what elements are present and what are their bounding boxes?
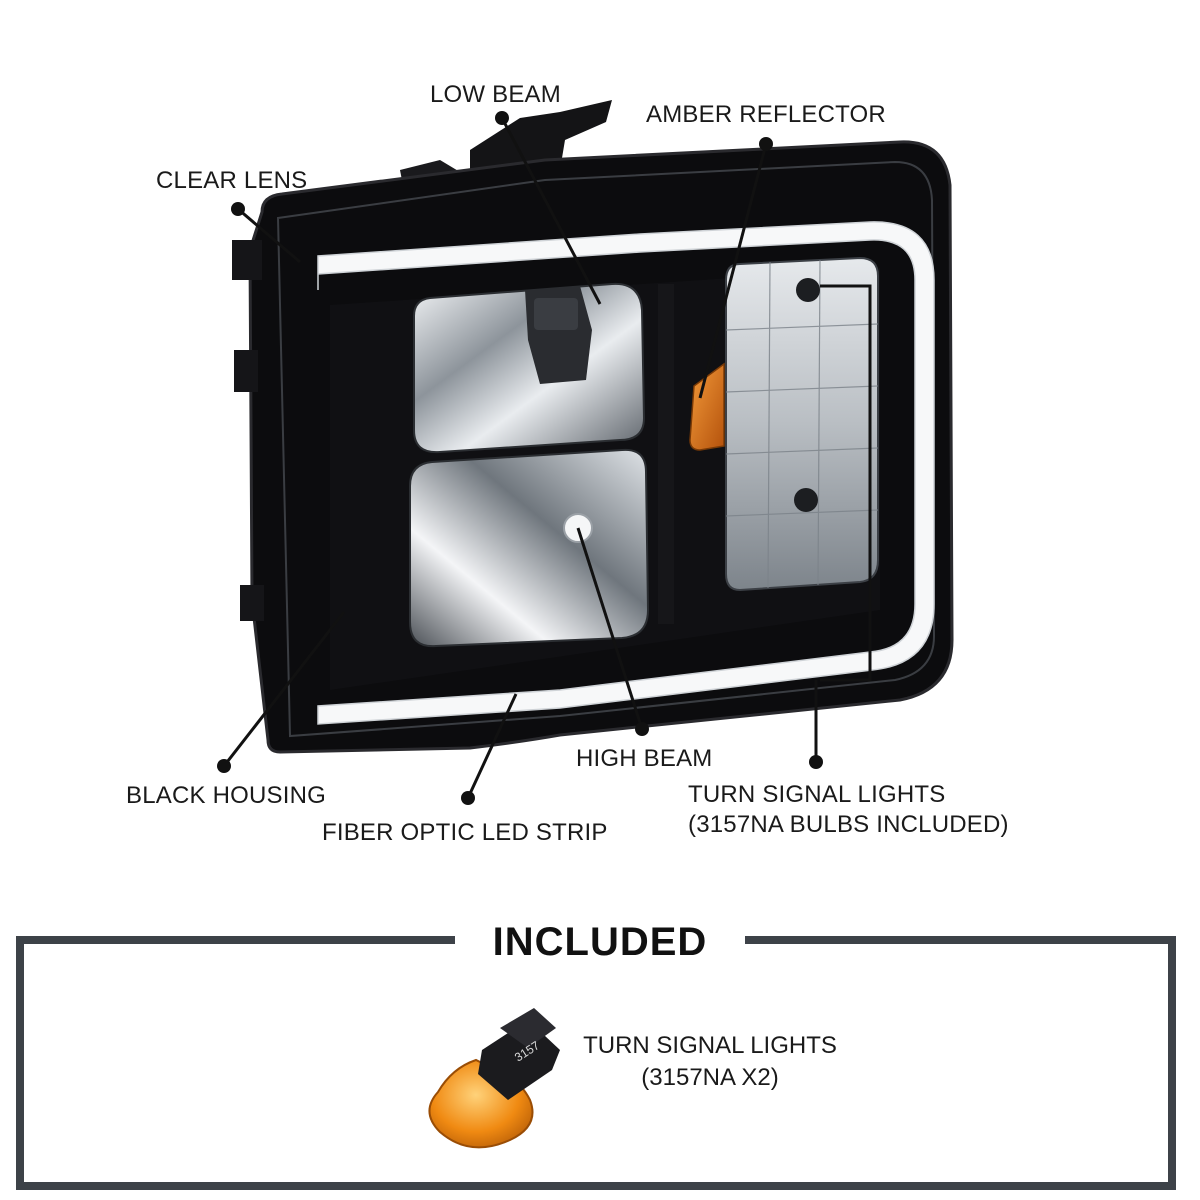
- side-clip-low: [240, 585, 264, 621]
- label-low-beam: LOW BEAM: [430, 81, 561, 108]
- included-title-gap: [455, 920, 745, 960]
- high-beam-reflector: [409, 448, 650, 648]
- fiber-optic-led-strip: [317, 221, 935, 725]
- bulb-base: [478, 1020, 560, 1100]
- callout-dot-black-housing: [217, 759, 231, 773]
- turn-signal-chamber: [725, 256, 879, 592]
- label-amber-reflector: AMBER REFLECTOR: [646, 101, 886, 128]
- callout-dot-low-beam: [495, 111, 509, 125]
- turn-signal-bulb-upper: [796, 278, 820, 302]
- amber-reflector: [689, 362, 725, 451]
- turn-signal-grid: [725, 259, 879, 589]
- callout-dot-high-beam: [635, 722, 649, 736]
- included-bulb-label: TURN SIGNAL LIGHTS (3157NA X2): [583, 1032, 837, 1091]
- callout-dot-turn-signal: [809, 755, 823, 769]
- callout-dot-amber: [759, 137, 773, 151]
- callout-dot-clear-lens: [231, 202, 245, 216]
- callout-lines: [217, 111, 823, 805]
- included-title: INCLUDED: [492, 920, 708, 964]
- label-clear-lens: CLEAR LENS: [156, 167, 308, 194]
- label-black-housing: BLACK HOUSING: [126, 782, 326, 809]
- label-high-beam: HIGH BEAM: [576, 745, 713, 772]
- bulb-base-top: [500, 1008, 556, 1048]
- label-fiber-optic-led-strip: FIBER OPTIC LED STRIP: [322, 819, 608, 846]
- 3157-bulb-icon: 3157: [428, 1008, 560, 1149]
- turn-signal-bracket: [820, 284, 872, 682]
- side-clip-mid: [234, 350, 258, 392]
- callout-dot-fiber-optic: [461, 791, 475, 805]
- side-clip-top: [232, 240, 262, 280]
- label-turn-signal-lights: TURN SIGNAL LIGHTS (3157NA BULBS INCLUDE…: [688, 781, 1009, 838]
- center-divider: [658, 284, 674, 624]
- turn-signal-bulb-lower: [794, 488, 818, 512]
- low-beam-connector: [534, 298, 578, 330]
- lens-rim: [276, 160, 936, 738]
